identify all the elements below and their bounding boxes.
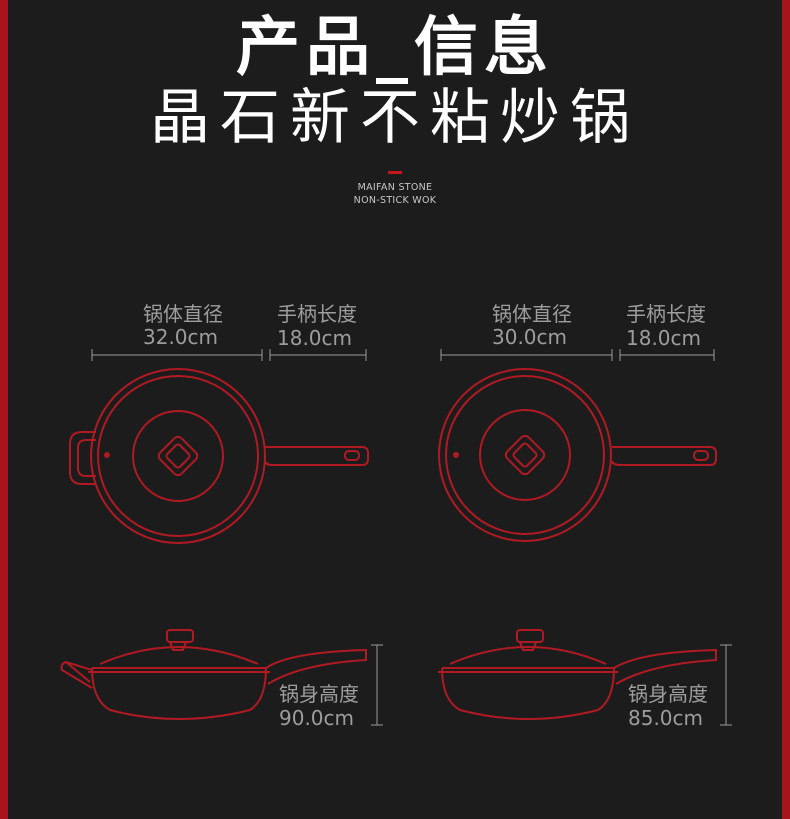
wok1-diameter-label: 锅体直径 [143,302,223,326]
wok1-handle-value: 18.0cm [277,326,353,350]
wok2-height-dimension-line [720,644,732,726]
wok1-diameter-value: 32.0cm [143,325,219,349]
wok2-handle-value: 18.0cm [626,326,702,350]
wok2-height-label: 锅身高度 [628,682,708,706]
wok2-diameter-dimension-line [440,349,613,361]
wok1-height-label: 锅身高度 [279,682,359,706]
wok1-top-view [69,368,369,544]
english-name-line1: MAIFAN STONE [357,182,433,193]
wok2-handle-dimension-line [619,349,715,361]
wok2-handle-label: 手柄长度 [626,302,706,326]
english-name-line2: NON-STICK WOK [353,195,437,206]
title-left: 产品 [236,11,376,85]
wok2-top-view [438,368,717,542]
title-right: 信息 [414,11,554,85]
left-red-border [0,0,8,819]
red-dash-divider [388,171,402,174]
wok2-diameter-value: 30.0cm [492,325,568,349]
wok1-height-dimension-line [371,644,383,726]
wok1-handle-label: 手柄长度 [277,302,357,326]
product-subtitle: 晶石新不粘炒锅 [150,83,640,153]
page-title: 产品_信息 [0,8,790,88]
wok1-height-value: 90.0cm [279,706,355,730]
wok2-side-view [438,629,717,720]
wok1-handle-dimension-line [269,349,367,361]
wok1-diameter-dimension-line [91,349,263,361]
wok1-side-view [60,629,367,720]
right-red-border [782,0,790,819]
wok2-height-value: 85.0cm [628,706,704,730]
wok2-diameter-label: 锅体直径 [492,302,572,326]
title-separator: _ [376,11,414,85]
